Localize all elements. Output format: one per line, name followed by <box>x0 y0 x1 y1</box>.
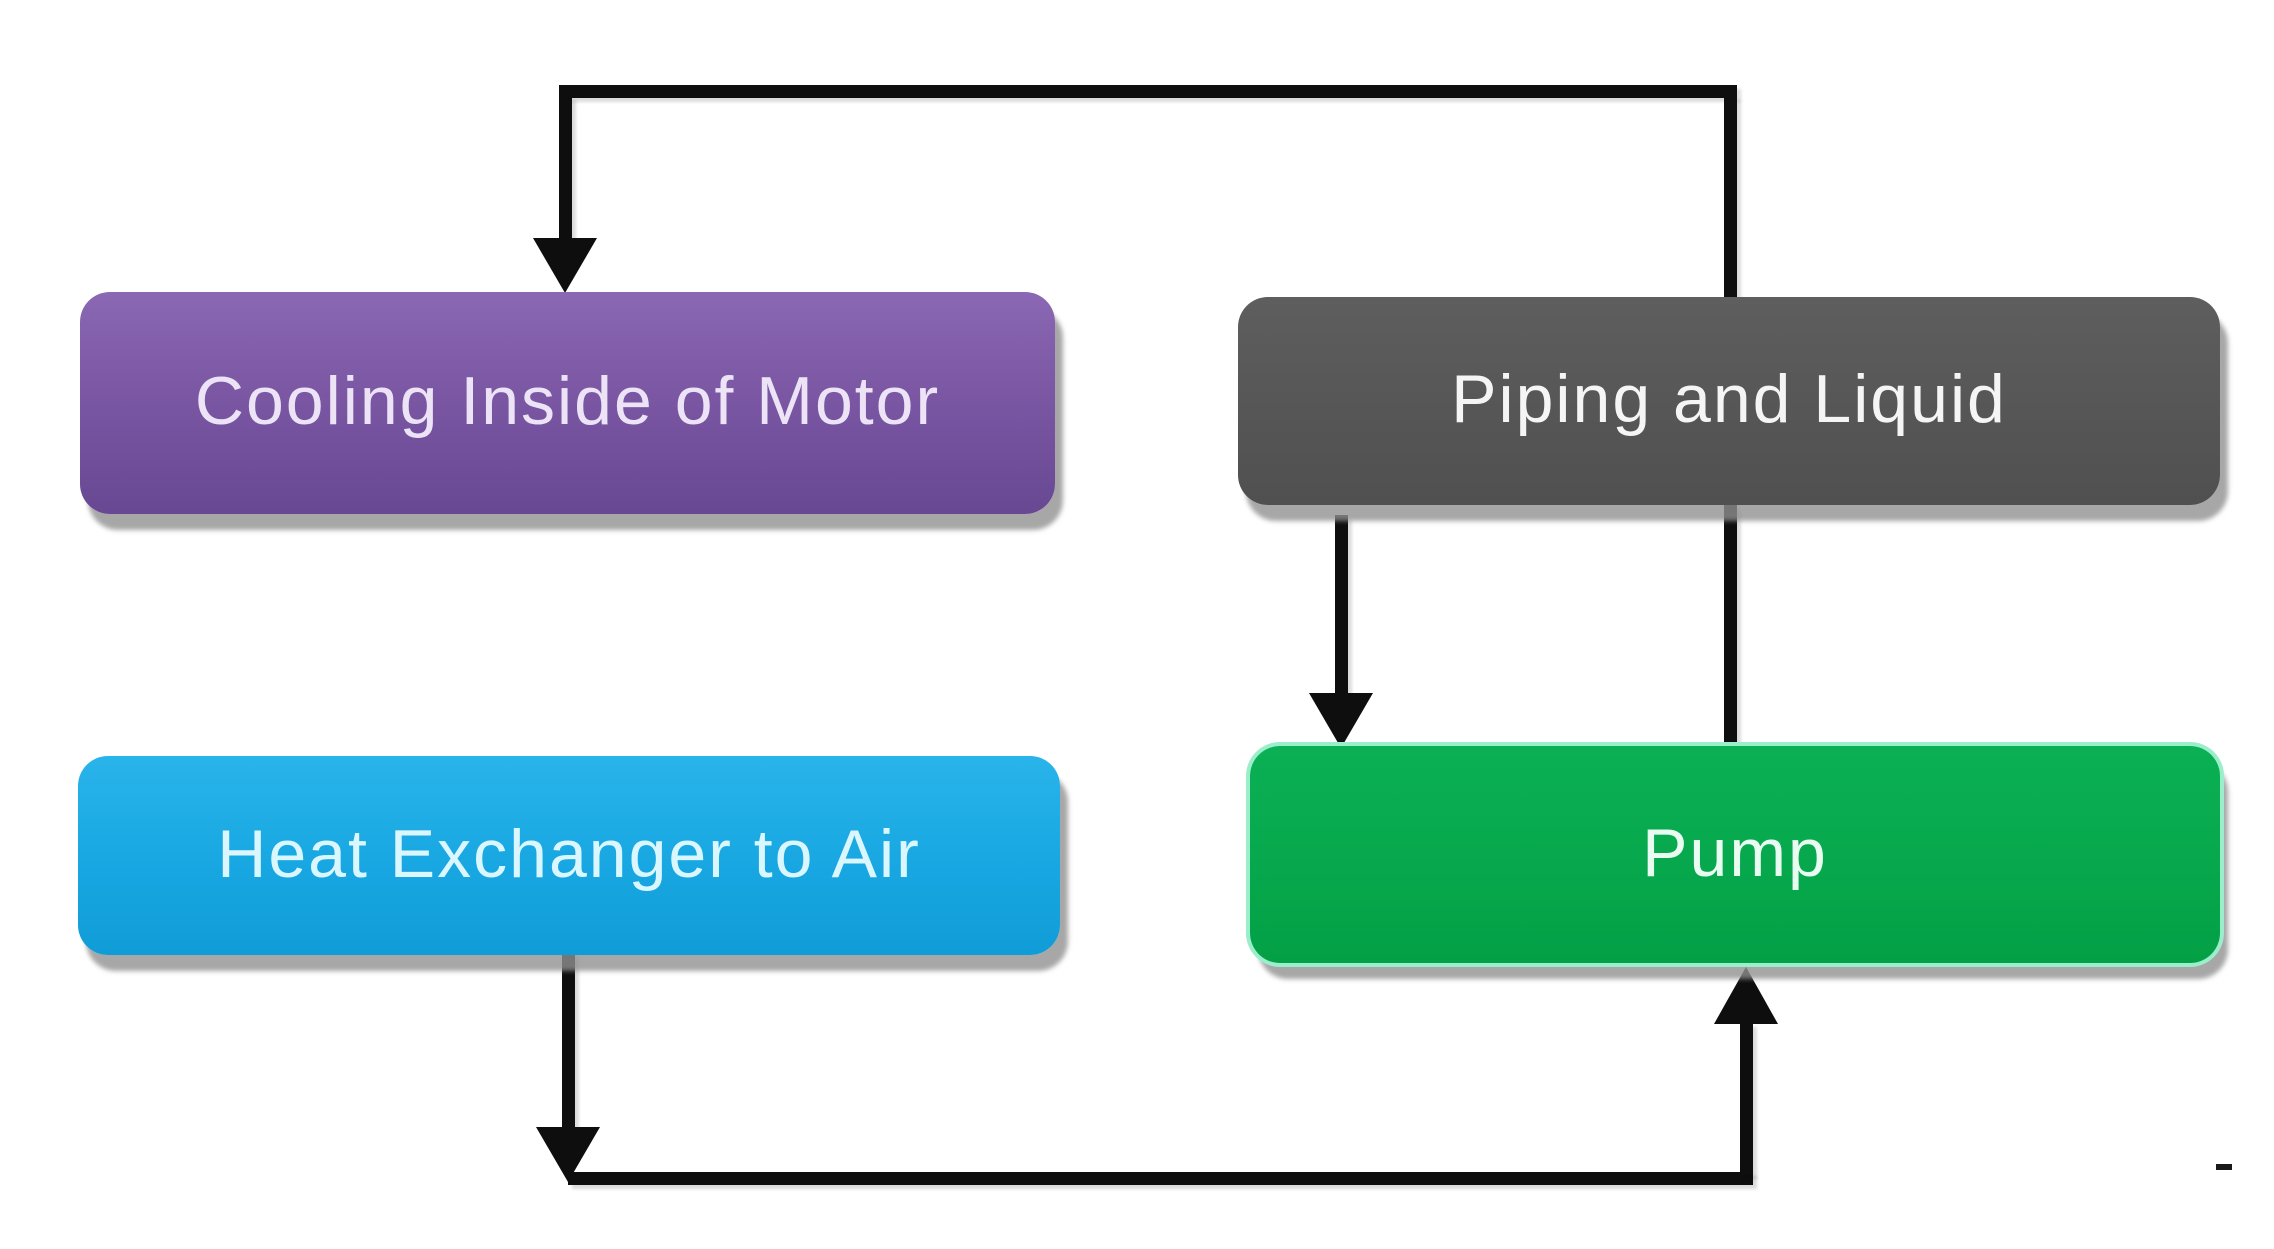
connector-drop-into-cooling <box>559 96 572 239</box>
node-heat-label: Heat Exchanger to Air <box>217 815 921 892</box>
node-piping-label: Piping and Liquid <box>1451 361 2007 437</box>
connector-right-middle-vertical <box>1724 505 1737 747</box>
node-heat-exchanger-to-air: Heat Exchanger to Air <box>78 756 1060 955</box>
connector-drop-from-heat <box>562 953 575 1127</box>
arrowhead-into-pump-top-icon <box>1309 693 1373 748</box>
connector-right-upper-vertical <box>1724 96 1737 297</box>
stray-dash-mark <box>2216 1164 2232 1170</box>
node-pump: Pump <box>1250 746 2220 963</box>
arrowhead-into-cooling-icon <box>533 238 597 293</box>
node-pump-label: Pump <box>1642 814 1828 891</box>
node-piping-and-liquid: Piping and Liquid <box>1238 297 2220 505</box>
node-cooling-inside-of-motor: Cooling Inside of Motor <box>80 292 1055 514</box>
arrowhead-into-pump-bottom-icon <box>1714 967 1778 1024</box>
node-cooling-label: Cooling Inside of Motor <box>194 363 941 439</box>
connector-bottom-horizontal <box>568 1172 1753 1185</box>
connector-top-horizontal <box>559 85 1737 98</box>
connector-piping-to-pump <box>1335 515 1348 695</box>
connector-rise-to-pump <box>1740 1023 1753 1175</box>
